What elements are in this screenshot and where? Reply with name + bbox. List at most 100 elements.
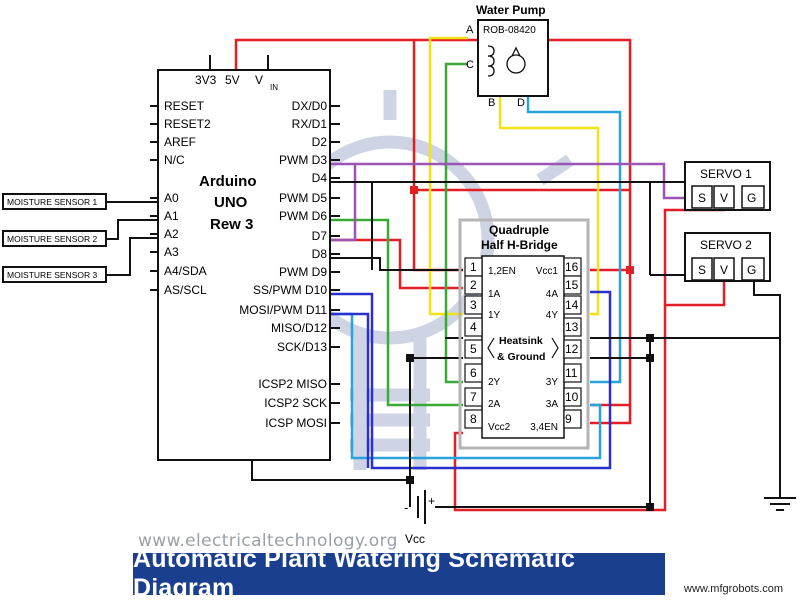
- wire-green-d6: [330, 218, 463, 407]
- h-bridge-left-pin-number: 4: [470, 320, 477, 334]
- h-bridge-left-pin-number: 7: [470, 390, 477, 404]
- pump-pin-b: B: [488, 97, 495, 109]
- h-bridge-left-label: 1A: [488, 289, 501, 300]
- wire-blue-d10: [330, 290, 612, 470]
- servo-2-title: SERVO 2: [700, 238, 752, 252]
- arduino-left-pin-label: N/C: [164, 153, 185, 167]
- pump-part-number: ROB-08420: [483, 25, 536, 36]
- servo-1-pin-s: S: [698, 191, 706, 205]
- battery-plus: +: [428, 494, 435, 508]
- moisture-sensor-label: MOISTURE SENSOR 1: [7, 197, 97, 207]
- h-bridge-left-pin-number: 2: [470, 278, 477, 292]
- servo-2-pin-v: V: [720, 263, 728, 277]
- pump-pin-a: A: [466, 24, 474, 36]
- arduino-right-pin-label: RX/D1: [292, 117, 328, 131]
- servo-1-pin-v: V: [720, 191, 728, 205]
- wire-green-pump-c: [444, 62, 468, 384]
- motor-coil-icon: [487, 45, 526, 77]
- h-bridge-left-pin: [464, 317, 483, 337]
- servo-2: SERVO 2 S V G: [684, 232, 771, 282]
- credit-text: www.mfgrobots.com: [684, 583, 784, 595]
- wire-purple-d7: [330, 164, 357, 242]
- h-bridge-right-pin-number: 9: [565, 412, 572, 426]
- h-bridge-outline: [458, 218, 590, 450]
- heatsink-bracket-right: [551, 337, 559, 359]
- h-bridge-right-pin-number: 13: [565, 320, 579, 334]
- h-bridge-right-pin: [563, 295, 582, 315]
- h-bridge-subtitle: Half H-Bridge: [481, 238, 558, 252]
- moisture-sensor-box: [2, 193, 107, 210]
- arduino-model: UNO: [214, 194, 248, 211]
- arduino-right-pin-label: D2: [312, 135, 328, 149]
- junction-dot: [646, 334, 654, 342]
- h-bridge-left-pin-number: 5: [470, 342, 477, 356]
- h-bridge-left-label: Vcc2: [488, 422, 511, 433]
- arduino-left-pin-label: A3: [164, 245, 179, 259]
- arduino-right-pin-label: ICSP2 SCK: [264, 396, 327, 410]
- h-bridge-right-pin-number: 16: [565, 260, 579, 274]
- h-bridge-right-pin-number: 15: [565, 278, 579, 292]
- moisture-sensor-box: [2, 230, 107, 247]
- h-bridge-right-label: 3,4EN: [530, 422, 558, 433]
- heatsink-label: Heatsink: [499, 335, 543, 347]
- arduino-top-pin-label: V: [255, 73, 263, 87]
- arduino-right-pin-label: PWM D9: [279, 265, 327, 279]
- ground-icon: [764, 497, 796, 511]
- servo-2-pin-s: S: [698, 263, 706, 277]
- junction-dot: [626, 266, 634, 274]
- wire-blue-d11: [330, 312, 370, 468]
- arduino-top-pin-label: 5V: [225, 73, 240, 87]
- pump-title: Water Pump: [476, 3, 546, 17]
- arduino-right-pin-label: PWM D6: [279, 209, 327, 223]
- arduino-right-pin-label: MISO/D12: [271, 321, 327, 335]
- h-bridge-left-pin-number: 3: [470, 298, 477, 312]
- h-bridge-left-pin-number: 1: [470, 260, 477, 274]
- h-bridge-right-label: 4A: [546, 289, 559, 300]
- h-bridge-left-pin-number: 6: [470, 366, 477, 380]
- battery-icon: [417, 490, 426, 524]
- arduino-right-pin-label: PWM D3: [279, 153, 327, 167]
- h-bridge-left-pin: [464, 339, 483, 359]
- h-bridge-right-pin: [563, 387, 582, 407]
- arduino-top-pin-label: 3V3: [195, 73, 217, 87]
- vcc-label: Vcc: [405, 532, 425, 546]
- arduino-right-pin-label: SS/PWM D10: [253, 283, 327, 297]
- h-bridge-right-pin: [563, 409, 582, 429]
- heatsink-bracket-left: [487, 337, 495, 359]
- junction-dot: [646, 503, 654, 511]
- arduino-left-pin-label: A1: [164, 209, 179, 223]
- arduino-right-pin-label: ICSP2 MISO: [258, 377, 327, 391]
- h-bridge-left-label: 2Y: [488, 377, 501, 388]
- arduino-left-pin-label: AREF: [164, 135, 196, 149]
- h-bridge-left-pin: [464, 409, 483, 429]
- h-bridge-right-pin: [563, 339, 582, 359]
- junction-dot: [406, 354, 414, 362]
- arduino-left-pin-label: AS/SCL: [164, 283, 207, 297]
- servo-1-pin-g: G: [747, 191, 756, 205]
- h-bridge-left-label: 1Y: [488, 310, 501, 321]
- ground-label: & Ground: [497, 351, 545, 363]
- arduino-left-pin-label: A0: [164, 191, 179, 205]
- arduino-left-pin-label: RESET: [164, 99, 205, 113]
- h-bridge-left-pin: [464, 363, 483, 383]
- water-pump: [477, 19, 549, 97]
- title-banner: Automatic Plant Watering Schematic Diagr…: [133, 545, 665, 602]
- pump-pin-d: D: [517, 97, 525, 109]
- h-bridge-right-pin-number: 12: [565, 342, 579, 356]
- h-bridge-right-pin-number: 11: [565, 366, 578, 380]
- h-bridge-left-pin: [464, 275, 483, 295]
- h-bridge-left-pin: [464, 387, 483, 407]
- h-bridge-left-pin: [464, 295, 483, 315]
- moisture-sensor-box: [2, 266, 107, 283]
- arduino-right-pin-label: D8: [312, 247, 328, 261]
- arduino-right-pin-label: ICSP MOSI: [265, 416, 327, 430]
- arduino-board: [157, 69, 331, 461]
- arduino-right-pin-label: MOSI/PWM D11: [239, 303, 327, 317]
- h-bridge-left-pin-number: 8: [470, 412, 477, 426]
- junction-dot: [646, 354, 654, 362]
- battery-minus: -: [404, 500, 408, 515]
- h-bridge-right-label: 4Y: [546, 310, 559, 321]
